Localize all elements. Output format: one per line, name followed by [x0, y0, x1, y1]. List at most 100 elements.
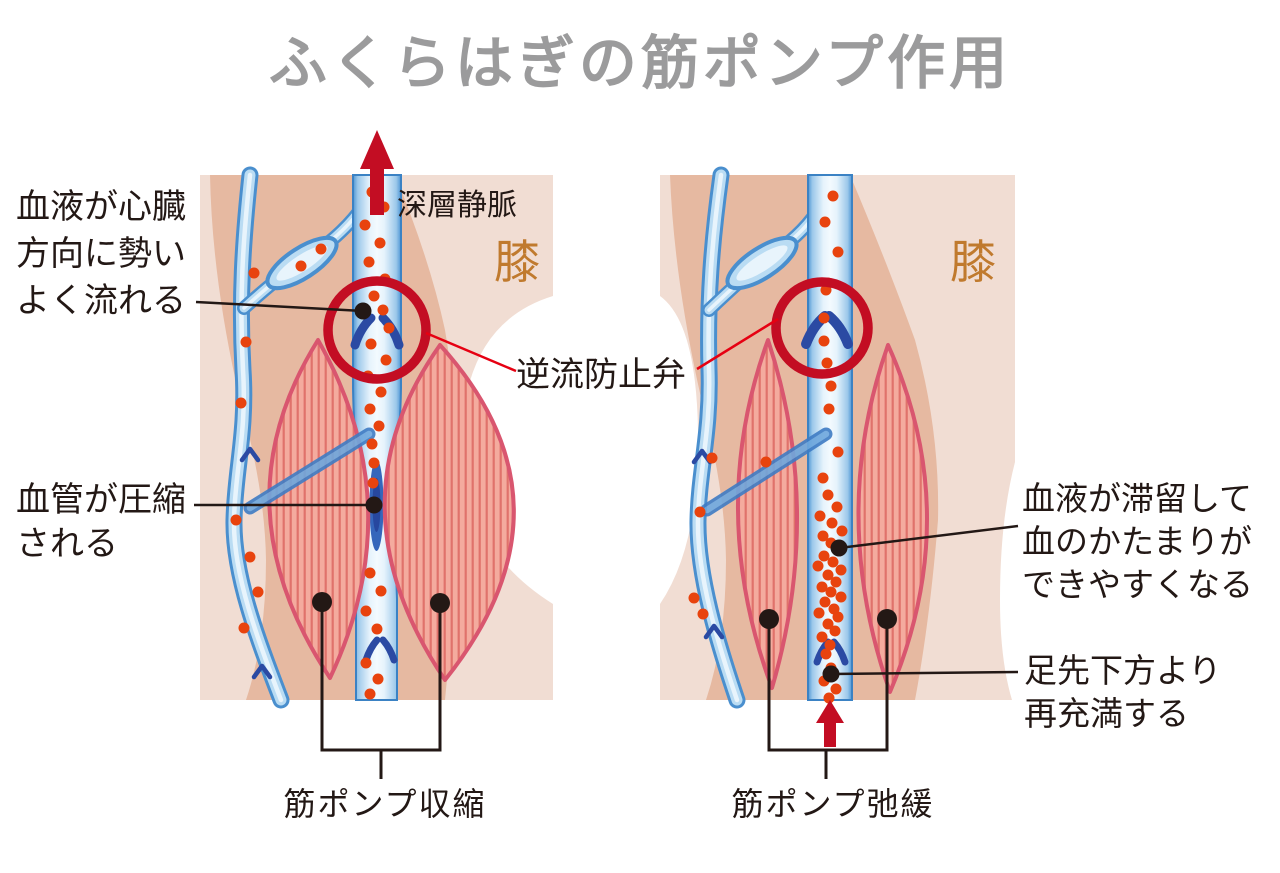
blood-cell-dot	[835, 591, 847, 603]
blood-cell-dot	[375, 386, 387, 398]
blood-cell-dot	[836, 525, 848, 537]
blood-cell-dot	[835, 564, 847, 576]
blood-cell-dot	[315, 243, 327, 255]
blood-cell-dot	[365, 338, 377, 350]
caption-pump-relaxation: 筋ポンプ弛緩	[731, 786, 935, 822]
blood-cell-dot	[375, 585, 387, 597]
blood-cell-dot	[813, 607, 825, 619]
blood-cell-dot	[364, 567, 376, 579]
vein-bulge	[725, 235, 799, 291]
blood-cell-dot	[831, 501, 843, 513]
flow-to-heart-note: 血液が心臓 方向に勢い よく流れる	[16, 184, 186, 325]
flow-note-line2: 方向に勢い	[16, 235, 186, 273]
blood-cell-dot	[367, 477, 379, 489]
blood-cell-dot	[820, 648, 832, 660]
blood-cell-dot	[238, 622, 250, 634]
blood-cell-dot	[364, 403, 376, 415]
blood-cell-dot	[817, 530, 829, 542]
vessel-compressed-note: 血管が圧縮 される	[16, 478, 186, 566]
bracket-right	[767, 619, 889, 779]
compress-note-line2: される	[16, 525, 118, 563]
refill-note: 足先下方より 再充満する	[1024, 649, 1221, 735]
blood-cell-dot	[817, 472, 829, 484]
blood-cell-dot	[363, 256, 375, 268]
blood-cell-dot	[827, 190, 839, 202]
valve-highlight-circle	[771, 277, 873, 379]
blood-cell-dot	[252, 586, 264, 598]
blood-cell-dot	[760, 456, 772, 468]
right-panel	[660, 166, 1015, 747]
blood-cell-dot	[383, 322, 395, 334]
blood-cell-dot	[368, 290, 380, 302]
page-title: ふくらはぎの筋ポンプ作用	[268, 31, 1012, 96]
blood-cell-dot	[380, 354, 392, 366]
blood-cell-dot	[829, 625, 841, 637]
blood-cell-dot	[368, 457, 380, 469]
blood-cell-dot	[360, 657, 372, 669]
blood-cell-dot	[366, 438, 378, 450]
blood-cell-dot	[827, 556, 839, 568]
blood-cell-dot	[812, 560, 824, 572]
blood-cell-dot	[818, 550, 830, 562]
blood-cell-dot	[364, 688, 376, 700]
perforating-vein	[700, 427, 833, 517]
blood-stagnation-note: 血液が滞留して 血のかたまりが できやすくなる	[1022, 477, 1253, 606]
calf-muscle-right	[856, 343, 929, 694]
valve-chevron-icon	[251, 663, 273, 680]
valve-highlight-circle	[323, 276, 431, 384]
stagnation-note-line2: 血のかたまりが	[1022, 523, 1253, 560]
blood-cell-dot	[819, 596, 831, 608]
blood-cell-dot	[706, 452, 718, 464]
blood-cell-dot	[360, 605, 372, 617]
blood-cell-dot	[825, 586, 837, 598]
blood-cell-dot	[821, 357, 833, 369]
flow-note-line3: よく流れる	[16, 282, 186, 320]
blood-cell-dot	[819, 216, 831, 228]
blood-cells	[688, 190, 848, 704]
blood-cell-dot	[240, 336, 252, 348]
blood-cell-dot	[295, 260, 307, 272]
blood-cell-dot	[832, 246, 844, 258]
knee-label-right: 膝	[950, 236, 996, 288]
blood-cell-dot	[816, 581, 828, 593]
blood-cell-dot	[374, 237, 386, 249]
blood-cell-dot	[832, 611, 844, 623]
refill-note-line2: 再充満する	[1024, 695, 1189, 732]
blood-cell-dot	[377, 304, 389, 316]
blood-cell-dot	[248, 267, 260, 279]
blood-cell-dot	[822, 569, 834, 581]
knee-label-left: 膝	[494, 236, 540, 288]
bracket-left	[320, 602, 442, 779]
blood-cell-dot	[830, 576, 842, 588]
blood-cell-dot	[830, 683, 842, 695]
blood-cell-dot	[824, 639, 836, 651]
blood-cell-dot	[235, 397, 247, 409]
blood-cell-dot	[822, 618, 834, 630]
blood-cell-dot	[230, 514, 242, 526]
perforating-vein	[243, 427, 376, 515]
annotation-lines	[194, 300, 1019, 779]
blood-cell-dot	[814, 510, 826, 522]
blood-cell-dot	[823, 403, 835, 415]
blood-cell-dot	[816, 631, 828, 643]
deep-vein-label: 深層静脈	[397, 189, 517, 222]
blood-cell-dot	[373, 420, 385, 432]
blood-cell-dot	[822, 489, 834, 501]
compress-note-line1: 血管が圧縮	[16, 481, 186, 519]
flow-note-line1: 血液が心臓	[16, 188, 186, 226]
blood-cell-dot	[244, 551, 256, 563]
blood-cell-dot	[818, 335, 830, 347]
valve-chevron-icon	[703, 623, 725, 640]
stagnation-note-line1: 血液が滞留して	[1022, 480, 1253, 517]
valve-chevron-icon	[239, 446, 261, 463]
blood-cell-dot	[697, 608, 709, 620]
superficial-vein	[225, 166, 365, 709]
refill-note-line1: 足先下方より	[1024, 652, 1222, 689]
blood-cell-dot	[818, 312, 830, 324]
stagnation-note-line3: できやすくなる	[1022, 566, 1253, 603]
blood-cell-dot	[359, 219, 371, 231]
blood-cell-dot	[372, 673, 384, 685]
blood-cell-dot	[823, 692, 835, 704]
